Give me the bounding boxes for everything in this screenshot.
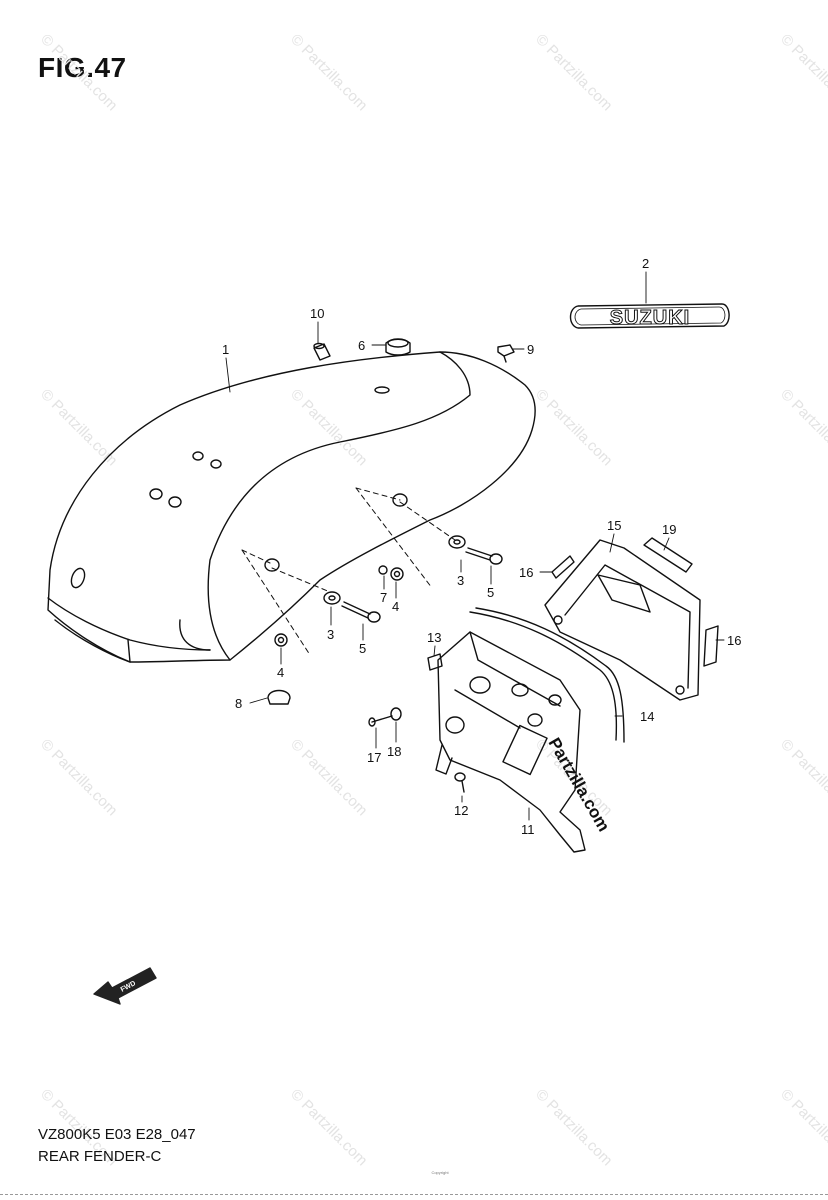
watermark: © Partzilla.com: [777, 386, 828, 469]
callout-6: 6: [358, 338, 365, 353]
callout-5-lower: 5: [359, 641, 366, 656]
suzuki-emblem-text: SUZUKI: [610, 307, 690, 329]
grommet-6: [385, 338, 411, 356]
callout-19: 19: [662, 522, 676, 537]
suzuki-emblem: [569, 303, 730, 329]
screw-17: [368, 715, 393, 727]
reflector-16-left: [551, 555, 575, 579]
callout-13: 13: [427, 630, 441, 645]
callout-9: 9: [527, 342, 534, 357]
callout-17: 17: [367, 750, 381, 765]
copyright-notice: Copyright: [431, 1170, 449, 1175]
watermark: © Partzilla.com: [287, 1086, 370, 1169]
callout-12: 12: [454, 803, 468, 818]
callout-18: 18: [387, 744, 401, 759]
callout-2: 2: [642, 256, 649, 271]
watermark-layer: © Partzilla.com © Partzilla.com © Partzi…: [37, 31, 828, 1169]
callout-4-lower: 4: [277, 665, 284, 680]
callout-1: 1: [222, 342, 229, 357]
cushion-3-lower: [323, 591, 341, 605]
cap-8: [267, 689, 291, 705]
diagram-code: VZ800K5 E03 E28_047: [38, 1126, 196, 1143]
watermark: © Partzilla.com: [532, 31, 615, 114]
assembly-leader-lines: [241, 487, 456, 656]
callout-5-upper: 5: [487, 585, 494, 600]
inline-watermark: Partzilla.com: [545, 735, 614, 835]
callout-7: 7: [380, 590, 387, 605]
clip-13: [427, 653, 443, 671]
watermark: © Partzilla.com: [37, 31, 120, 114]
callout-numbers: 1 2 3 3 4 4 5 5 6 7 8 9 10 11 12 13 14 1…: [222, 256, 741, 837]
watermark: © Partzilla.com: [287, 736, 370, 819]
watermark: © Partzilla.com: [287, 31, 370, 114]
bolt-5-upper: [465, 547, 503, 565]
collar-10: [313, 342, 331, 361]
watermark: © Partzilla.com: [777, 31, 828, 114]
bolt-12: [454, 772, 466, 793]
watermark: © Partzilla.com: [777, 1086, 828, 1169]
cushion-3-upper: [448, 535, 466, 549]
callout-16-left: 16: [519, 565, 533, 580]
callout-3-upper: 3: [457, 573, 464, 588]
collar-7: [378, 565, 388, 575]
rear-fender: [47, 351, 536, 663]
callout-8: 8: [235, 696, 242, 711]
license-plate-holder-15: [544, 539, 701, 701]
bracket-11: [435, 631, 586, 853]
seal-14: [469, 607, 625, 743]
callout-14: 14: [640, 709, 654, 724]
washer-4-lower: [274, 633, 288, 647]
reflector-16-right: [703, 625, 719, 667]
reflector-19: [643, 537, 693, 573]
watermark: © Partzilla.com: [532, 1086, 615, 1169]
watermark: © Partzilla.com: [777, 736, 828, 819]
forward-direction-arrow: [93, 967, 157, 1005]
figure-title: FIG.47: [38, 52, 127, 83]
diagram-name: REAR FENDER-C: [38, 1148, 162, 1165]
washer-18: [390, 707, 402, 721]
callout-4-upper: 4: [392, 599, 399, 614]
bottom-border: [0, 1194, 828, 1195]
callout-leaders: [225, 271, 725, 821]
bolt-5-lower: [341, 601, 381, 623]
watermark: © Partzilla.com: [287, 386, 370, 469]
watermark: © Partzilla.com: [37, 736, 120, 819]
callout-3-lower: 3: [327, 627, 334, 642]
nut-9: [497, 344, 515, 363]
callout-11: 11: [521, 822, 535, 837]
watermark: © Partzilla.com: [532, 386, 615, 469]
callout-16-right: 16: [727, 633, 741, 648]
washer-4-upper: [390, 567, 404, 581]
callout-15: 15: [607, 518, 621, 533]
callout-10: 10: [310, 306, 324, 321]
